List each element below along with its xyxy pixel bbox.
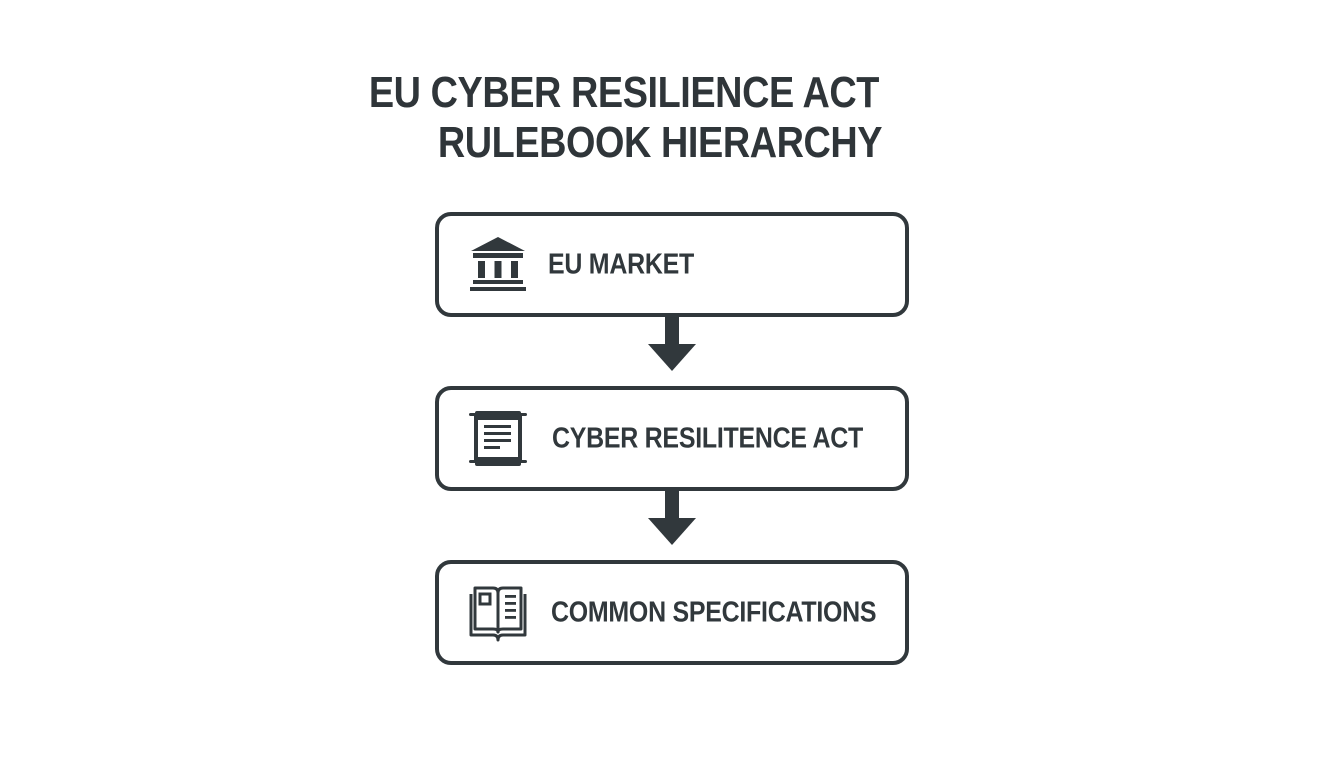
diagram-title: EU CYBER RESILIENCE ACT RULEBOOK HIERARC… — [350, 68, 969, 168]
hierarchy-node-common-specifications: COMMON SPECIFICATIONS — [435, 560, 909, 665]
bank-building-icon — [470, 237, 526, 291]
node-label: CYBER RESILITENCE ACT — [552, 422, 863, 454]
node-label: COMMON SPECIFICATIONS — [551, 596, 877, 628]
title-line-1: EU CYBER RESILIENCE ACT — [368, 68, 880, 117]
title-line-2: RULEBOOK HIERARCHY — [437, 118, 883, 167]
down-arrow-icon — [648, 316, 696, 371]
hierarchy-node-eu-market: EU MARKET — [435, 212, 909, 317]
hierarchy-node-cyber-resilience-act: CYBER RESILITENCE ACT — [435, 386, 909, 491]
down-arrow-icon — [648, 490, 696, 545]
node-label: EU MARKET — [548, 248, 694, 280]
scroll-document-icon — [469, 411, 527, 466]
open-book-icon — [469, 586, 527, 642]
